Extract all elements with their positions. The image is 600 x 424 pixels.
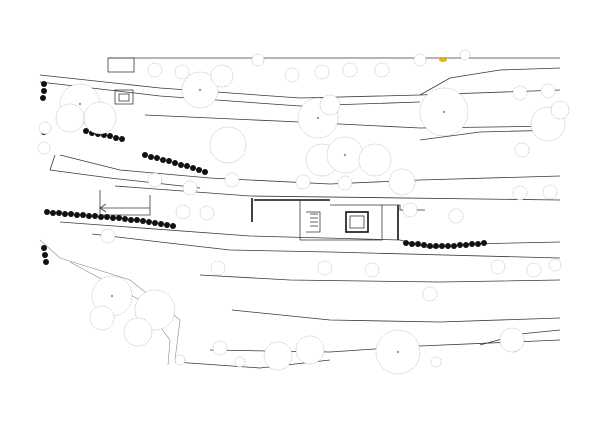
direction-arrow-icon [99,203,150,213]
tree-trunk-markers [78,88,446,354]
structures [99,57,425,241]
hedge-shrub-icon [40,81,487,265]
tree-cluster-bottom-right [499,327,525,353]
tree-cluster-mid-left [209,126,247,164]
accent-marker-icon [439,58,447,62]
path-lines [39,57,561,369]
